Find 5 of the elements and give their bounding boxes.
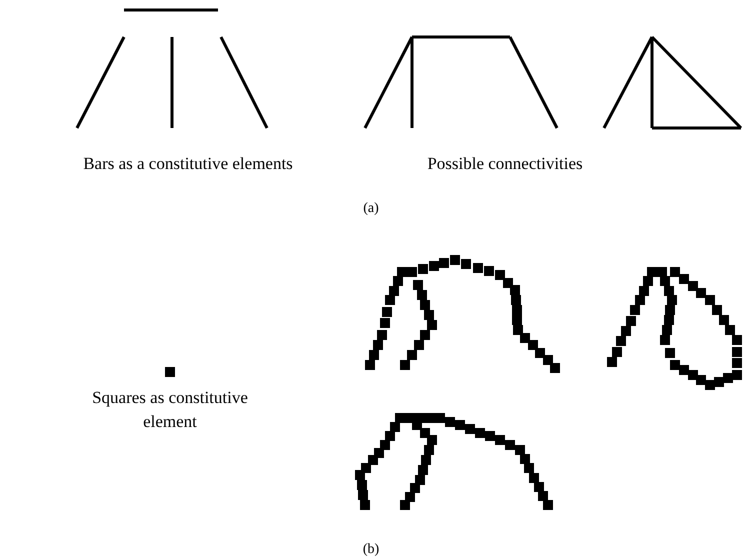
panel-label: (a) [362, 200, 380, 218]
panel-label: (b) [362, 541, 380, 557]
caption: Possible connectivities [426, 153, 584, 175]
caption: Squares as constitutive element [91, 387, 249, 433]
caption: Bars as a constitutive elements [82, 153, 294, 175]
